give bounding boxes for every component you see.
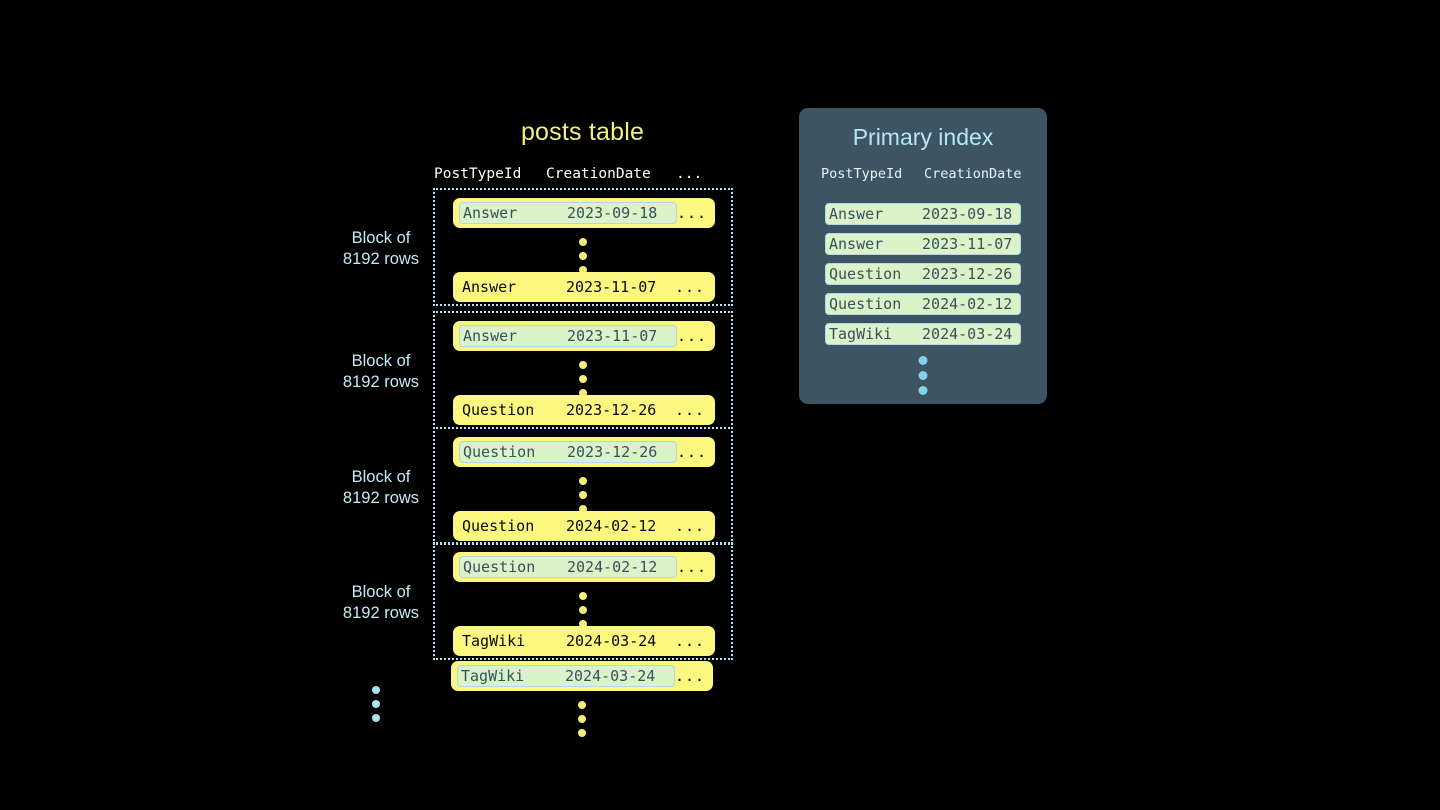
block-label: Block of 8192 rows — [335, 351, 427, 393]
cell-creationdate: 2024-03-24 — [922, 325, 1013, 343]
column-header-posttypeid: PostTypeId — [821, 166, 903, 182]
cell-creationdate: 2023-11-07 — [922, 235, 1013, 253]
column-header-ellipsis: ... — [676, 166, 703, 182]
table-row: Answer 2023-11-07 ... — [453, 321, 715, 351]
row-ellipsis-dots — [579, 477, 587, 513]
row-highlight-box: TagWiki 2024-03-24 — [457, 665, 675, 687]
cell-creationdate: 2023-09-18 — [567, 204, 658, 222]
block-label-line2: 8192 rows — [342, 373, 420, 391]
index-row: Question 2024-02-12 — [825, 293, 1021, 315]
cell-creationdate: 2023-12-26 — [566, 401, 657, 419]
table-row: TagWiki 2024-03-24 ... — [453, 626, 715, 656]
row-highlight-box: Answer 2023-09-18 — [459, 202, 677, 224]
block-label-line1: Block of — [351, 352, 411, 370]
row-ellipsis-dots — [579, 238, 587, 274]
table-row: Question 2023-12-26 ... — [453, 437, 715, 467]
column-header-posttypeid: PostTypeId — [434, 166, 522, 182]
primary-index-ellipsis-dots — [918, 356, 928, 395]
cell-creationdate: 2023-11-07 — [567, 327, 658, 345]
cell-creationdate: 2023-12-26 — [922, 265, 1013, 283]
cell-posttypeid: Answer — [829, 205, 884, 223]
block-label: Block of 8192 rows — [335, 228, 427, 270]
table-ellipsis-dots — [578, 701, 586, 737]
posts-table-column-headers: PostTypeId CreationDate ... — [434, 166, 724, 182]
cell-posttypeid: Answer — [463, 327, 518, 345]
table-row-trailing: TagWiki 2024-03-24 ... — [451, 661, 713, 691]
cell-posttypeid: Question — [463, 443, 536, 461]
block-label-line2: 8192 rows — [342, 604, 420, 622]
row-ellipsis-dots — [579, 361, 587, 397]
posts-table-title: posts table — [520, 118, 645, 146]
primary-index-rows: Answer 2023-09-18 Answer 2023-11-07 Ques… — [825, 203, 1021, 353]
cell-posttypeid: Question — [463, 558, 536, 576]
cell-ellipsis: ... — [675, 517, 706, 535]
cell-posttypeid: Question — [462, 517, 535, 535]
cell-posttypeid: Answer — [463, 204, 518, 222]
table-row: Question 2024-02-12 ... — [453, 552, 715, 582]
cell-posttypeid: Question — [829, 295, 902, 313]
cell-creationdate: 2024-02-12 — [922, 295, 1013, 313]
cell-posttypeid: Answer — [829, 235, 884, 253]
cell-posttypeid: TagWiki — [461, 667, 525, 685]
block-label-line1: Block of — [351, 583, 411, 601]
index-row: Answer 2023-09-18 — [825, 203, 1021, 225]
row-content: Answer 2023-11-07 — [459, 276, 675, 298]
index-row: Question 2023-12-26 — [825, 263, 1021, 285]
primary-index-column-headers: PostTypeId CreationDate — [821, 166, 1029, 182]
block-2: Answer 2023-11-07 ... Question 2023-12-2… — [343, 311, 733, 429]
row-ellipsis-dots — [579, 592, 587, 628]
block-3: Question 2023-12-26 ... Question 2024-02… — [343, 427, 733, 545]
cell-posttypeid: Question — [829, 265, 902, 283]
row-highlight-box: Answer 2023-11-07 — [459, 325, 677, 347]
table-row: Answer 2023-11-07 ... — [453, 272, 715, 302]
row-highlight-box: Question 2024-02-12 — [459, 556, 677, 578]
cell-ellipsis: ... — [675, 667, 706, 685]
block-4: Question 2024-02-12 ... TagWiki 2024-03-… — [343, 542, 733, 660]
cell-creationdate: 2024-03-24 — [565, 667, 656, 685]
row-highlight-box: Question 2023-12-26 — [459, 441, 677, 463]
block-label: Block of 8192 rows — [335, 582, 427, 624]
blocks-ellipsis-dots — [372, 686, 380, 722]
cell-ellipsis: ... — [677, 327, 708, 345]
block-label-line2: 8192 rows — [342, 250, 420, 268]
column-header-creationdate: CreationDate — [924, 166, 1022, 182]
cell-creationdate: 2023-11-07 — [566, 278, 657, 296]
primary-index-panel: Primary index PostTypeId CreationDate An… — [799, 108, 1047, 404]
column-header-creationdate: CreationDate — [546, 166, 651, 182]
cell-ellipsis: ... — [677, 558, 708, 576]
cell-creationdate: 2024-02-12 — [566, 517, 657, 535]
index-row: TagWiki 2024-03-24 — [825, 323, 1021, 345]
table-row: Answer 2023-09-18 ... — [453, 198, 715, 228]
cell-posttypeid: Answer — [462, 278, 517, 296]
block-label: Block of 8192 rows — [335, 467, 427, 509]
row-content: TagWiki 2024-03-24 — [459, 630, 675, 652]
table-row: Question 2024-02-12 ... — [453, 511, 715, 541]
block-label-line2: 8192 rows — [342, 489, 420, 507]
cell-creationdate: 2023-09-18 — [922, 205, 1013, 223]
cell-ellipsis: ... — [675, 632, 706, 650]
cell-ellipsis: ... — [675, 401, 706, 419]
row-content: Question 2023-12-26 — [459, 399, 675, 421]
cell-ellipsis: ... — [675, 278, 706, 296]
cell-posttypeid: TagWiki — [829, 325, 893, 343]
cell-ellipsis: ... — [677, 443, 708, 461]
block-label-line1: Block of — [351, 468, 411, 486]
primary-index-title: Primary index — [852, 124, 994, 150]
row-content: Question 2024-02-12 — [459, 515, 675, 537]
cell-creationdate: 2024-02-12 — [567, 558, 658, 576]
cell-posttypeid: TagWiki — [462, 632, 526, 650]
cell-creationdate: 2024-03-24 — [566, 632, 657, 650]
cell-ellipsis: ... — [677, 204, 708, 222]
cell-posttypeid: Question — [462, 401, 535, 419]
index-row: Answer 2023-11-07 — [825, 233, 1021, 255]
block-1: Answer 2023-09-18 ... Answer 2023-11-07 … — [343, 188, 733, 306]
cell-creationdate: 2023-12-26 — [567, 443, 658, 461]
block-label-line1: Block of — [351, 229, 411, 247]
table-row: Question 2023-12-26 ... — [453, 395, 715, 425]
